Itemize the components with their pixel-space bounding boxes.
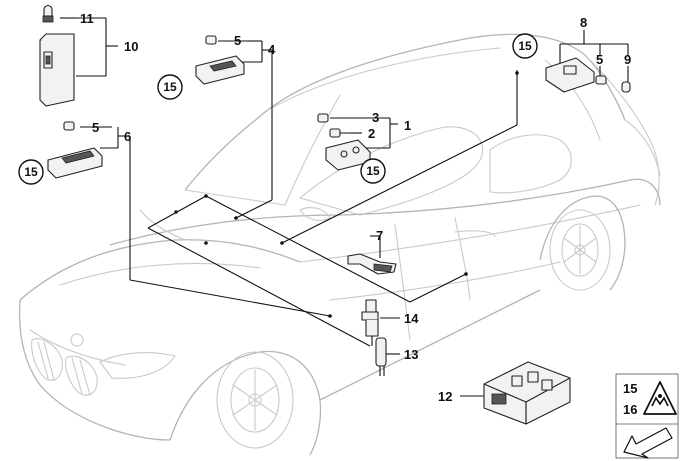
callout-5a: 5: [234, 33, 241, 48]
callout-13: 13: [404, 347, 418, 362]
callout-numbers: 11 10 5 4 5 6 3 2 1 8 5 9 7 14 13 12: [80, 11, 631, 404]
svg-text:15: 15: [24, 165, 38, 179]
callout-4: 4: [268, 42, 276, 57]
glovebox-lamp-4: [195, 35, 245, 85]
circled-label-a: 15: [157, 74, 183, 100]
warning-triangle-icon: [643, 381, 677, 415]
circled-label-c: 15: [360, 158, 386, 184]
callout-14: 14: [404, 311, 419, 326]
socket-14: [361, 299, 379, 346]
svg-text:15: 15: [163, 80, 177, 94]
interior-lamp-1: [317, 113, 371, 171]
callout-3: 3: [372, 110, 379, 125]
bulb-box-12: [483, 361, 571, 425]
circled-label-b: 15: [18, 159, 44, 185]
callout-11: 11: [80, 11, 94, 26]
callout-2: 2: [368, 126, 375, 141]
svg-text:15: 15: [518, 39, 532, 53]
vanity-lamp-6: [47, 121, 103, 179]
anchor-dots: [174, 71, 519, 318]
bulb-11: [42, 4, 54, 23]
bulb-13: [375, 337, 387, 376]
callout-9: 9: [624, 52, 631, 67]
car-body-outline: [18, 33, 661, 456]
callout-10: 10: [124, 39, 138, 54]
legend-box: 15 16: [615, 373, 679, 459]
circled-label-d: 15: [512, 33, 538, 59]
legend-16: 16: [623, 402, 637, 417]
callout-8: 8: [580, 15, 587, 30]
callout-1: 1: [404, 118, 411, 133]
svg-text:15: 15: [366, 164, 380, 178]
legend-15: 15: [623, 381, 637, 396]
leader-lines: [60, 17, 629, 397]
reading-lamp-8: [545, 57, 631, 93]
door-lamp-7: [347, 253, 397, 275]
arrow-icon: [623, 427, 673, 459]
callout-5b: 5: [92, 120, 99, 135]
callout-7: 7: [376, 228, 383, 243]
callout-12: 12: [438, 389, 452, 404]
callout-5c: 5: [596, 52, 603, 67]
callout-6: 6: [124, 129, 131, 144]
lamp-housing-10: [39, 33, 75, 107]
